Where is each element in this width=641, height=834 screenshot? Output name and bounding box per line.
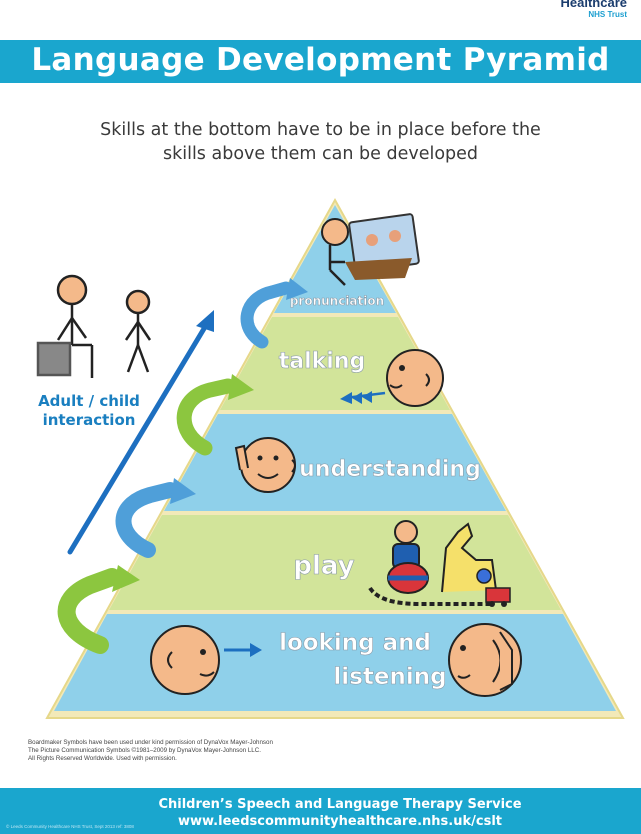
footer-website-link[interactable]: www.leedscommunityhealthcare.nhs.uk/cslt <box>177 814 503 829</box>
page-title: Language Development Pyramid <box>31 42 610 78</box>
step-arrow-4 <box>240 278 308 349</box>
tv-viewer-icon <box>321 213 420 286</box>
org-name: Healthcare <box>560 0 627 10</box>
adult-child-figures <box>36 274 152 378</box>
permission-notice: Boardmaker Symbols have been used under … <box>28 739 368 763</box>
pyramid-band-looking-listening <box>54 614 616 711</box>
level-label-listening: listening <box>333 664 446 690</box>
permission-line-2: The Picture Communication Symbols ©1981–… <box>28 747 261 754</box>
interaction-line-2: interaction <box>42 411 136 429</box>
step-arrow-1 <box>57 565 140 654</box>
permission-line-1: Boardmaker Symbols have been used under … <box>28 739 273 746</box>
level-label-pronunciation: pronunciation <box>290 294 384 308</box>
listening-face-icon <box>448 623 522 697</box>
toys-icon <box>368 520 511 607</box>
pyramid-band-understanding <box>164 414 506 511</box>
subtitle: Skills at the bottom have to be in place… <box>40 118 601 166</box>
level-label-talking: talking <box>279 349 366 374</box>
step-arrow-2 <box>115 478 196 558</box>
looking-face-icon <box>150 625 262 695</box>
talking-face-icon <box>340 349 444 407</box>
understanding-face-icon <box>234 437 296 493</box>
footer-service-name: Children’s Speech and Language Therapy S… <box>158 797 522 812</box>
level-label-play: play <box>293 551 354 581</box>
org-logo: Healthcare NHS Trust <box>561 0 627 19</box>
permission-line-3: All Rights Reserved Worldwide. Used with… <box>28 755 177 762</box>
step-arrow-3 <box>176 374 254 456</box>
level-label-understanding: understanding <box>299 457 481 482</box>
footer-bar <box>0 788 641 834</box>
pyramid-band-pronunciation <box>274 205 396 313</box>
level-label-looking: looking and <box>279 630 431 656</box>
subtitle-line-1: Skills at the bottom have to be in place… <box>100 120 541 140</box>
subtitle-line-2: skills above them can be developed <box>162 144 479 164</box>
adult-child-interaction-label: Adult / child interaction <box>24 392 154 430</box>
footer-reference: © Leeds Community Healthcare NHS Trust, … <box>6 824 134 829</box>
org-sub: NHS Trust <box>588 10 627 19</box>
progression-arrow <box>67 310 214 555</box>
interaction-line-1: Adult / child <box>38 392 140 410</box>
title-bar <box>0 40 641 83</box>
